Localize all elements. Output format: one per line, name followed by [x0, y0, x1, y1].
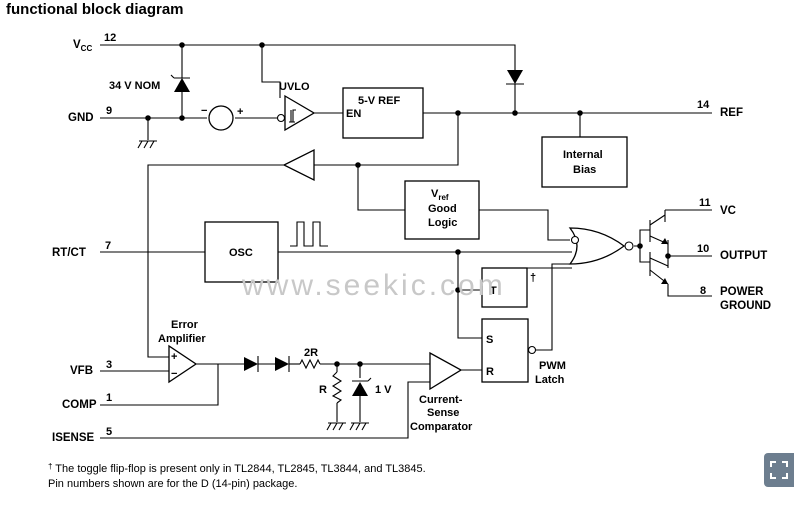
diode-2	[275, 356, 290, 372]
uvlo-comparator	[276, 94, 316, 132]
cs-comp-label-1: Current-	[419, 394, 463, 406]
pin-vcc-label: VCC	[73, 39, 92, 53]
junction-dots	[145, 42, 671, 367]
error-amp-plus: +	[171, 351, 177, 363]
source-plus: +	[237, 106, 243, 118]
pin-gnd: GND 9	[68, 105, 112, 124]
ref-5v-label: 5-V REF	[358, 95, 400, 107]
ground-symbol-1v	[349, 422, 369, 431]
osc-label: OSC	[229, 247, 253, 259]
pin-power-ground: 8 POWER GROUND	[700, 285, 771, 312]
pin-power-ground-number: 8	[700, 285, 706, 297]
fullscreen-button[interactable]	[764, 453, 794, 487]
diagram-title: functional block diagram	[6, 1, 184, 18]
diode-1	[244, 356, 259, 372]
cs-comp-label-2: Sense	[427, 407, 459, 419]
pin-rtct-label: RT/CT	[52, 247, 86, 259]
ground-symbol-gnd	[137, 140, 157, 149]
footnote-2: Pin numbers shown are for the D (14-pin)…	[48, 478, 297, 490]
latch-s-label: S	[486, 334, 493, 346]
pin-rtct: RT/CT 7	[52, 240, 111, 259]
zener-1v-label: 1 V	[375, 384, 392, 396]
output-nor-gate	[568, 227, 634, 265]
pin-isense-label: ISENSE	[52, 432, 95, 444]
vref-good-label-2: Good	[428, 203, 457, 215]
pin-ref-label: REF	[720, 107, 743, 119]
pin-vc-label: VC	[720, 205, 736, 217]
latch-r-label: R	[486, 366, 494, 378]
toggle-t-label: T	[490, 285, 497, 297]
wiring	[100, 44, 712, 439]
vref-good-logic-block: Vref Good Logic	[404, 180, 480, 240]
lower-output-transistor	[649, 252, 669, 285]
pin-power-ground-label-1: POWER	[720, 286, 764, 298]
toggle-flip-flop-block: T †	[481, 267, 536, 308]
internal-bias-block: Internal Bias	[541, 136, 628, 188]
pin-gnd-number: 9	[106, 105, 112, 117]
pwm-latch-label-1: PWM	[539, 360, 566, 372]
vref-good-label-1: Vref	[431, 188, 449, 202]
current-sense-comparator	[429, 351, 463, 391]
pin-isense-number: 5	[106, 426, 112, 438]
pin-isense: ISENSE 5	[52, 426, 112, 444]
upper-output-transistor	[649, 214, 669, 245]
pin-vc: 11 VC	[699, 197, 736, 217]
pwm-latch-block: S R	[481, 318, 537, 383]
footnote-1: † The toggle flip-flop is present only i…	[48, 462, 426, 475]
pin-comp: COMP 1	[62, 392, 112, 411]
zener-34v-label: 34 V NOM	[109, 80, 160, 92]
en-label: EN	[346, 108, 361, 120]
fullscreen-expand-icon	[770, 461, 788, 479]
error-amp-label-2: Amplifier	[158, 333, 206, 345]
pin-ref: 14 REF	[697, 99, 743, 119]
resistor-r	[331, 371, 343, 404]
resistor-2r	[299, 358, 321, 370]
voltage-source: − +	[201, 105, 243, 131]
source-minus: −	[201, 105, 207, 117]
internal-bias-label-1: Internal	[563, 149, 603, 161]
cs-comp-label-3: Comparator	[410, 421, 473, 433]
pwm-latch-label-2: Latch	[535, 374, 565, 386]
zener-diode-1v	[352, 377, 372, 396]
pin-vcc: VCC 12	[73, 32, 116, 53]
pin-comp-number: 1	[106, 392, 112, 404]
vref-good-label-3: Logic	[428, 217, 457, 229]
zener-diode-34v	[170, 74, 190, 92]
pin-output: 10 OUTPUT	[697, 243, 767, 262]
pin-vfb-number: 3	[106, 359, 112, 371]
uvlo-label: UVLO	[279, 81, 310, 93]
error-amp-minus: −	[171, 368, 177, 380]
pin-comp-label: COMP	[62, 399, 97, 411]
pin-vfb: VFB 3	[70, 359, 112, 377]
pin-output-label: OUTPUT	[720, 250, 767, 262]
pin-vc-number: 11	[699, 197, 711, 209]
resistor-2r-label: 2R	[304, 347, 318, 359]
pin-vcc-number: 12	[104, 32, 116, 44]
ref-5v-block: 5-V REF EN	[342, 87, 424, 139]
resistor-r-label: R	[319, 384, 327, 396]
ground-symbol-r	[326, 422, 346, 431]
clock-waveform-icon	[290, 221, 328, 247]
pin-vfb-label: VFB	[70, 365, 93, 377]
oscillator-block: OSC	[204, 221, 279, 283]
pin-output-number: 10	[697, 243, 709, 255]
watermark: www.seekic.com	[241, 269, 506, 302]
error-amplifier: + −	[168, 344, 198, 384]
vcc-ref-diode	[506, 70, 524, 85]
error-amp-label-1: Error	[171, 319, 199, 331]
toggle-dagger-mark: †	[530, 272, 536, 284]
reference-buffer	[282, 148, 315, 182]
pin-rtct-number: 7	[105, 240, 111, 252]
internal-bias-label-2: Bias	[573, 164, 596, 176]
pin-gnd-label: GND	[68, 112, 94, 124]
pin-power-ground-label-2: GROUND	[720, 300, 771, 312]
pin-ref-number: 14	[697, 99, 710, 111]
